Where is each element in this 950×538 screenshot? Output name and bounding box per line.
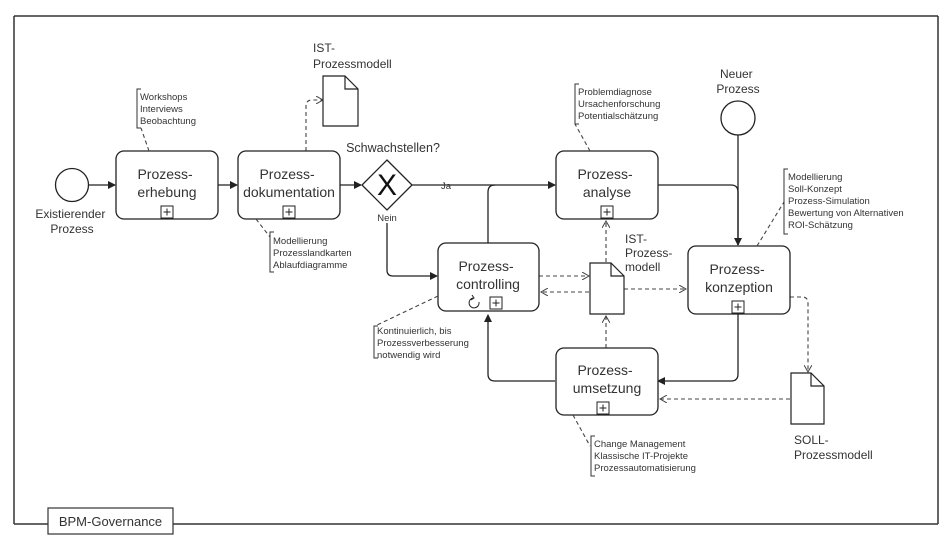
data-object-ist-top-label: IST- Prozessmodell (313, 41, 392, 71)
start-event-existing-label: Existierender Prozess (35, 207, 108, 236)
svg-text:Problemdiagnose Ursachen: Problemdiagnose Ursachenforschung Potent… (578, 87, 663, 122)
task-prozessanalyse-label: Prozess- analyse (577, 166, 636, 200)
assoc-konzeption-to-soll (790, 296, 808, 372)
task-prozesskonzeption-label: Prozess- konzeption (705, 261, 773, 295)
svg-text:Workshops Interviews: Workshops Interviews Beobachtung (140, 92, 196, 127)
gateway-no-label: Nein (377, 213, 397, 224)
subprocess-plus-icon[interactable] (160, 205, 174, 219)
annotation-analyse: Problemdiagnose Ursachenforschung Potent… (574, 83, 663, 152)
task-prozessumsetzung-label: Prozess- umsetzung (573, 362, 641, 396)
start-event-existing[interactable] (54, 167, 90, 203)
task-prozessdokumentation-label: Prozess- dokumentation (243, 166, 335, 200)
task-prozessanalyse[interactable]: Prozess- analyse (555, 150, 659, 220)
gateway-x-icon: X (377, 169, 397, 202)
start-event-new-label: Neuer Prozess (716, 67, 759, 96)
data-object-ist-mid[interactable] (589, 262, 625, 315)
svg-text:Change Management Klassi: Change Management Klassische IT-Projekte… (594, 439, 696, 474)
flow-konzeption-to-umsetzung (657, 314, 739, 385)
subprocess-plus-icon[interactable] (731, 300, 745, 314)
subprocess-plus-icon[interactable] (489, 296, 503, 310)
annotation-umsetzung: Change Management Klassische IT-Projekte… (572, 414, 696, 477)
task-prozesskonzeption[interactable]: Prozess- konzeption (687, 245, 791, 315)
flow-gateway-no-to-controlling (386, 223, 438, 280)
start-event-new[interactable] (720, 100, 756, 136)
task-prozessumsetzung[interactable]: Prozess- umsetzung (555, 347, 659, 416)
task-prozesscontrolling[interactable]: Prozess- controlling (437, 242, 540, 312)
subprocess-plus-icon[interactable] (600, 205, 614, 219)
task-prozessdokumentation[interactable]: Prozess- dokumentation (237, 150, 341, 220)
data-associations (305, 100, 808, 399)
svg-text:Modellierung Soll-Konzep: Modellierung Soll-Konzept Prozess-Simula… (788, 172, 906, 231)
flow-analyse-to-konzeption (658, 184, 742, 246)
gateway-yes-label: Ja (441, 181, 452, 192)
exclusive-gateway[interactable]: X (361, 159, 413, 211)
annotation-dokumentation: Modellierung Prozesslandkarten Ablaufdia… (255, 218, 354, 273)
task-prozesscontrolling-label: Prozess- controlling (456, 258, 520, 292)
task-prozesserhebung-label: Prozess- erhebung (137, 166, 196, 200)
sequence-flows (89, 135, 742, 385)
annotation-controlling: Kontinuierlich, bis Prozessverbesserung … (373, 295, 472, 361)
pool-label-tab[interactable]: BPM-Governance (47, 507, 174, 535)
data-object-ist-mid-label: IST- Prozess- modell (625, 232, 676, 274)
svg-text:Modellierung Prozessland: Modellierung Prozesslandkarten Ablaufdia… (273, 236, 354, 271)
flow-controlling-to-analyse (487, 184, 496, 243)
annotation-erhebung: Workshops Interviews Beobachtung (136, 88, 196, 152)
flow-umsetzung-to-controlling (484, 314, 555, 382)
assoc-dokumentation-to-ist-top (305, 100, 323, 151)
task-prozesserhebung[interactable]: Prozess- erhebung (115, 150, 219, 220)
data-object-ist-top[interactable] (322, 75, 359, 127)
data-object-soll-label: SOLL- Prozessmodell (794, 433, 873, 462)
svg-text:Kontinuierlich, bis Proz: Kontinuierlich, bis Prozessverbesserung … (377, 326, 472, 361)
subprocess-plus-icon[interactable] (282, 205, 296, 219)
annotation-konzeption: Modellierung Soll-Konzept Prozess-Simula… (756, 168, 906, 247)
gateway-question: Schwachstellen? (346, 141, 440, 155)
pool-label: BPM-Governance (59, 514, 162, 529)
subprocess-plus-icon[interactable] (596, 401, 610, 415)
data-object-soll[interactable] (790, 372, 825, 425)
loop-icon (468, 294, 480, 309)
